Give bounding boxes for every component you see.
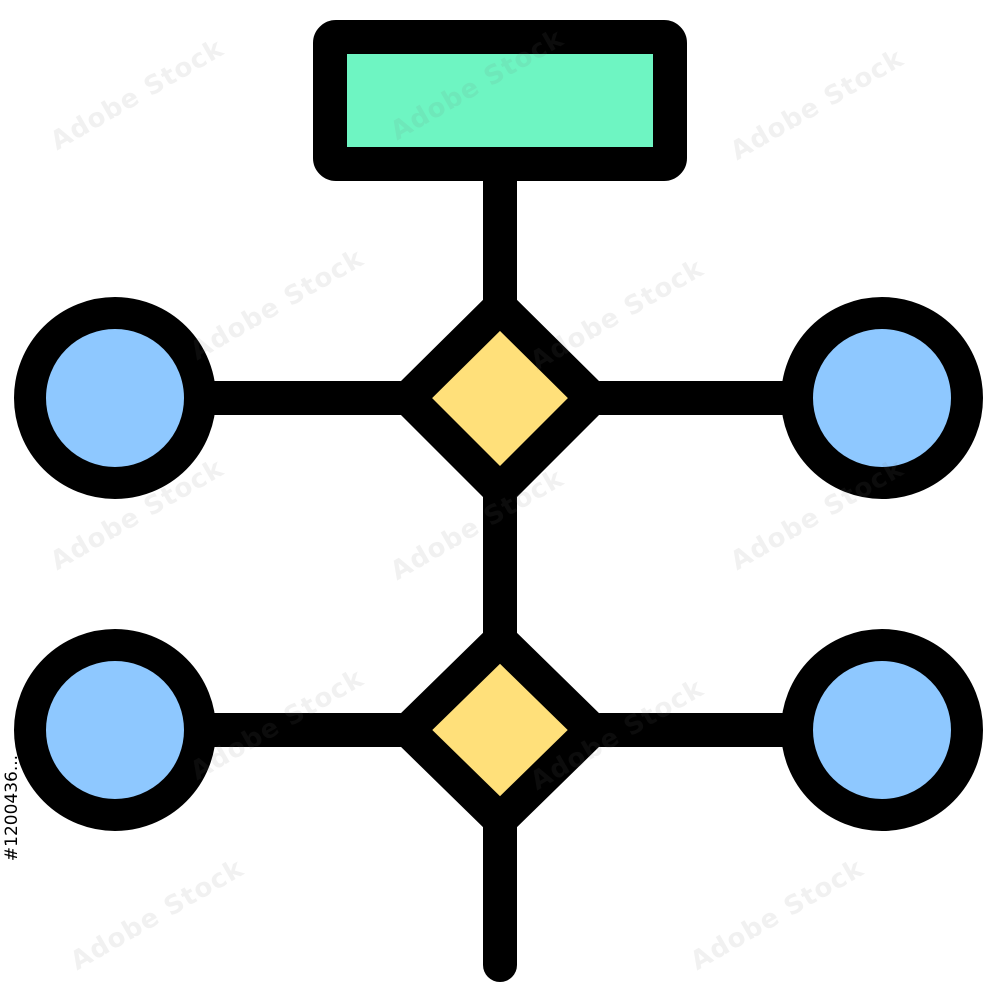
endpoint-circle-bottom-left [14,629,216,831]
decision-diamond-2 [391,623,609,837]
endpoint-circle-top-right [781,297,983,499]
endpoint-circle-top-left [14,297,216,499]
stock-id-label: #1200436... [2,754,22,862]
decision-diamond-1 [391,290,609,507]
endpoint-circle-bottom-right [781,629,983,831]
process-rectangle [313,20,687,181]
